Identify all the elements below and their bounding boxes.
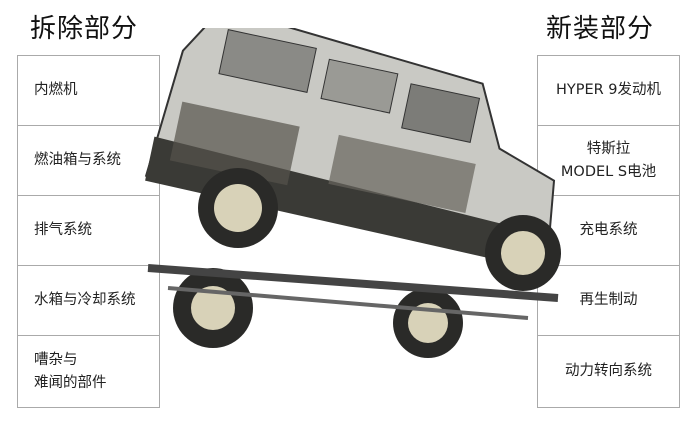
added-parts-title: 新装部分 — [546, 14, 655, 44]
added-item: HYPER 9发动机 — [538, 56, 679, 126]
added-item: 充电系统 — [538, 196, 679, 266]
removed-item: 内燃机 — [18, 56, 159, 126]
added-item: 特斯拉 MODEL S电池 — [538, 126, 679, 196]
added-item: 再生制动 — [538, 266, 679, 336]
added-item: 动力转向系统 — [565, 363, 652, 379]
removed-parts-list: 内燃机 燃油箱与系统 排气系统 水箱与冷却系统 嘈杂与 难闻的部件 — [17, 55, 160, 408]
removed-item: 燃油箱与系统 — [18, 126, 159, 196]
removed-parts-title: 拆除部分 — [30, 14, 139, 44]
removed-item: 嘈杂与 难闻的部件 — [34, 351, 107, 391]
wheel — [173, 168, 561, 358]
removed-item: 水箱与冷却系统 — [18, 266, 159, 336]
removed-item: 排气系统 — [18, 196, 159, 266]
vehicle-cutaway-illustration — [144, 28, 561, 358]
